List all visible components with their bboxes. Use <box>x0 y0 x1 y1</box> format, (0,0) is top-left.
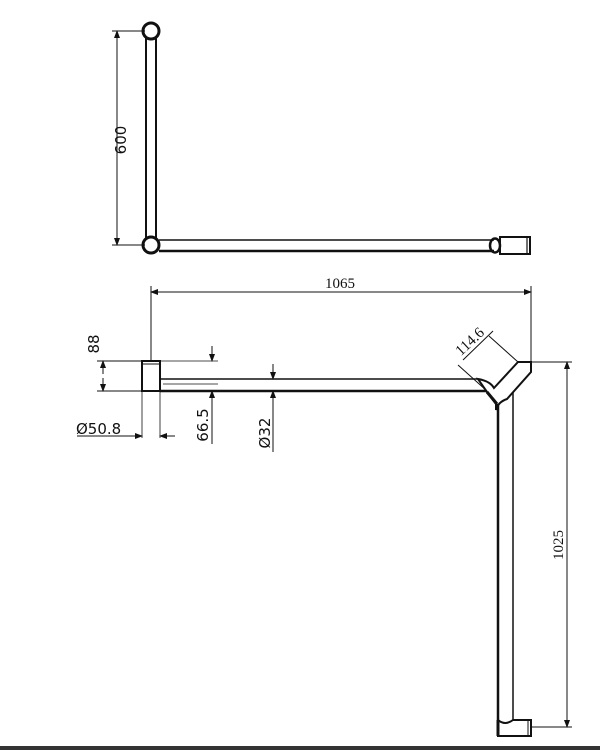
top-flange-circle <box>141 21 161 41</box>
flange-diameter-label: Ø50.8 <box>76 420 121 438</box>
top-view <box>112 21 531 255</box>
offset-66-5-label: 66.5 <box>194 408 212 441</box>
width-1065-label: 1065 <box>325 276 355 292</box>
tube-diameter-label: Ø32 <box>256 418 274 449</box>
elbow-114-6-label: 114.6 <box>453 325 489 360</box>
corner-flange-circle <box>141 235 161 255</box>
flange-height-88-label: 88 <box>85 334 103 353</box>
vertical-1025-label: 1025 <box>551 530 567 560</box>
height-600-label: 600 <box>112 126 130 155</box>
bottom-border <box>0 746 600 750</box>
front-view <box>77 286 572 737</box>
